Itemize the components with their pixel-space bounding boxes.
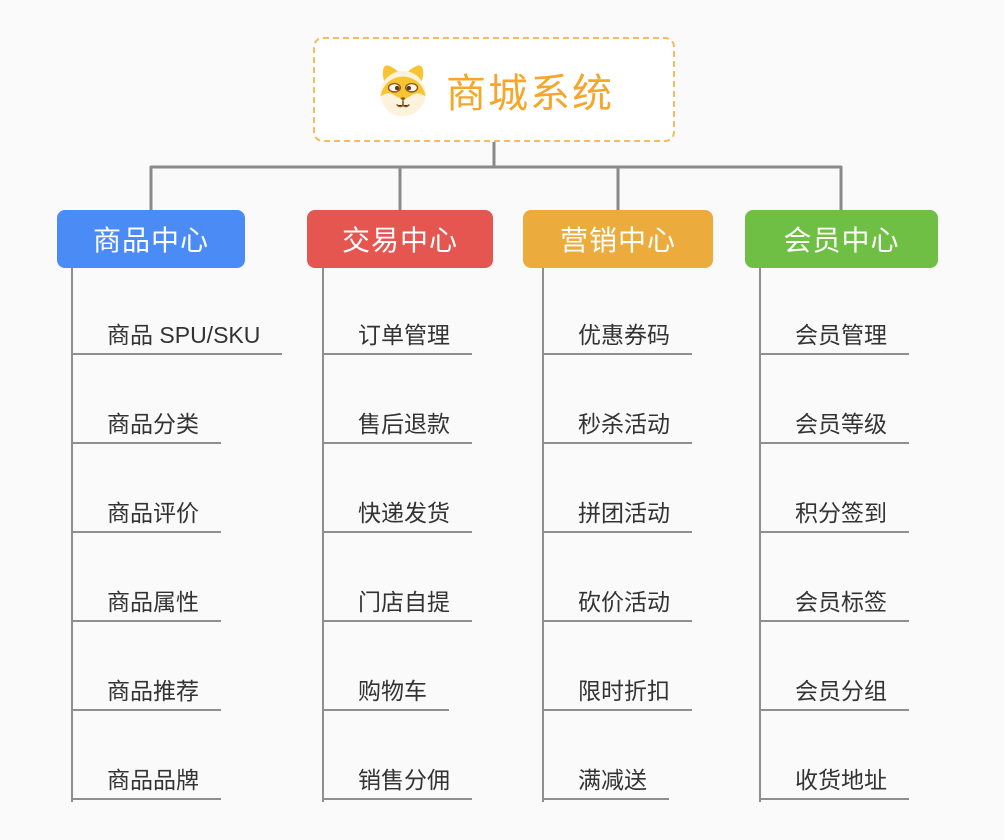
leaf-topic[interactable]: 优惠券码 — [543, 319, 692, 355]
leaf-topic[interactable]: 商品评价 — [72, 497, 221, 533]
leaf-topic[interactable]: 订单管理 — [323, 319, 472, 355]
leaf-topic[interactable]: 门店自提 — [323, 586, 472, 622]
leaf-topic[interactable]: 商品 SPU/SKU — [72, 319, 283, 355]
leaf-topic[interactable]: 售后退款 — [323, 408, 472, 444]
leaf-topic[interactable]: 收货地址 — [760, 764, 909, 800]
branch-node-2[interactable]: 交易中心 — [307, 210, 493, 268]
branch-trunk-line — [759, 268, 761, 802]
leaf-topic[interactable]: 积分签到 — [760, 497, 909, 533]
leaf-topic[interactable]: 满减送 — [543, 764, 669, 800]
leaf-topic[interactable]: 砍价活动 — [543, 586, 692, 622]
branch-label: 商品中心 — [92, 225, 209, 256]
branch-trunk-line — [542, 268, 544, 802]
leaf-topic[interactable]: 会员管理 — [760, 319, 909, 355]
leaf-topic[interactable]: 销售分佣 — [323, 764, 472, 800]
leaf-topic[interactable]: 会员分组 — [760, 675, 909, 711]
leaf-topic[interactable]: 商品属性 — [72, 586, 221, 622]
branch-trunk-line — [322, 268, 324, 802]
leaf-topic[interactable]: 会员标签 — [760, 586, 909, 622]
leaf-topic[interactable]: 秒杀活动 — [543, 408, 692, 444]
branch-label: 交易中心 — [341, 225, 458, 256]
root-node[interactable]: 商城系统 — [313, 37, 675, 142]
branch-trunk-line — [71, 268, 73, 802]
branch-label: 营销中心 — [559, 225, 676, 256]
branch-node-3[interactable]: 营销中心 — [523, 210, 713, 268]
leaf-topic[interactable]: 商品品牌 — [72, 764, 221, 800]
root-title: 商城系统 — [446, 71, 614, 116]
leaf-topic[interactable]: 会员等级 — [760, 408, 909, 444]
branch-node-1[interactable]: 商品中心 — [57, 210, 245, 268]
leaf-topic[interactable]: 快递发货 — [323, 497, 472, 533]
branch-label: 会员中心 — [783, 225, 900, 256]
leaf-topic[interactable]: 商品分类 — [72, 408, 221, 444]
leaf-topic[interactable]: 拼团活动 — [543, 497, 692, 533]
shiba-dog-icon — [374, 61, 432, 119]
leaf-topic[interactable]: 购物车 — [323, 675, 449, 711]
leaf-topic[interactable]: 限时折扣 — [543, 675, 692, 711]
branch-node-4[interactable]: 会员中心 — [745, 210, 938, 268]
leaf-topic[interactable]: 商品推荐 — [72, 675, 221, 711]
